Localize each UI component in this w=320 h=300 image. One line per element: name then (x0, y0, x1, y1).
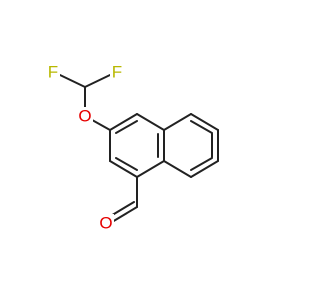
bond-ring-c4-c4a (136, 113, 165, 131)
bond-ring-c8a-c1 (136, 160, 165, 178)
label-bg-f-right (110, 63, 124, 81)
atom-label-o-aldehyde: O (99, 214, 112, 233)
atom-label-f-left: F (48, 63, 58, 82)
label-bg-o-ether (77, 107, 93, 125)
atom-label-o-ether: O (78, 107, 91, 126)
bond-ring-c1-c2 (109, 160, 138, 178)
double-bond-inner-c7-c8 (190, 157, 213, 171)
bond-c-f-left (59, 74, 86, 88)
bond-ring-c3-c4 (109, 113, 138, 131)
bond-ring-c7-c8 (190, 160, 219, 178)
bond-ring-c4a-c5 (163, 113, 192, 131)
bond-c-f-right (84, 74, 111, 88)
double-bond-inner-c1-c2 (115, 157, 138, 171)
double-bond-inner-c5-c6 (190, 120, 213, 134)
label-bg-o-aldehyde (98, 214, 114, 232)
label-bg-f-left (46, 63, 60, 81)
bond-ring-c8-c8a (163, 160, 192, 178)
molecule-structure: F F O O (46, 63, 219, 233)
bond-cho-double-a (111, 206, 138, 223)
double-bond-inner-c3-c4 (115, 120, 138, 134)
atom-label-f-right: F (112, 63, 122, 82)
bond-ring-c5-c6 (190, 113, 219, 131)
